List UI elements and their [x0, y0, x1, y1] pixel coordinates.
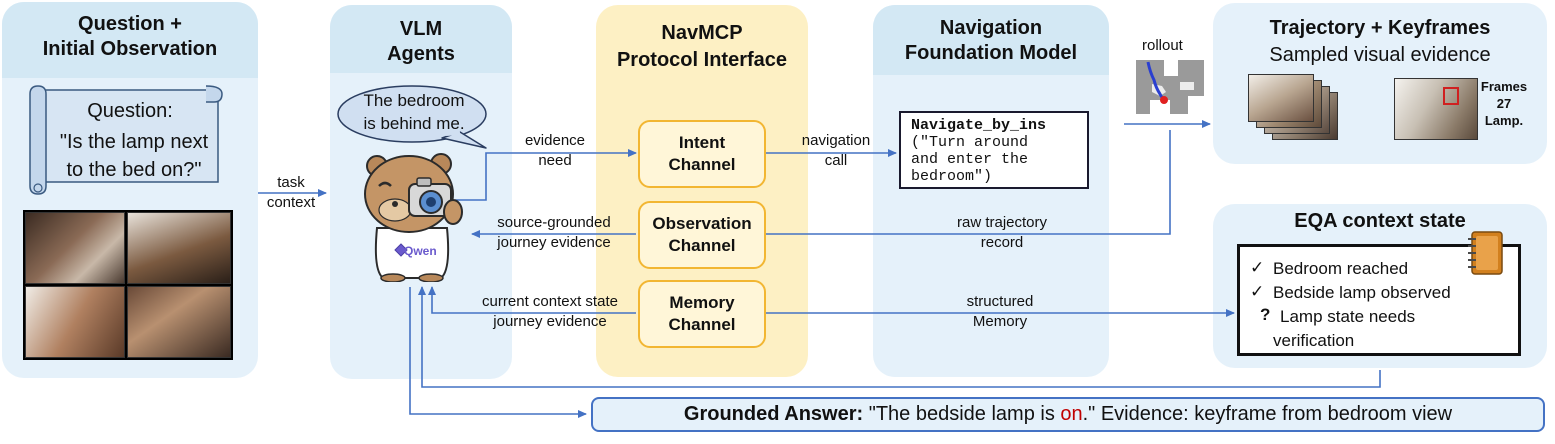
question-panel-title-line2: Initial Observation [42, 38, 218, 60]
label-structured-memory: structured Memory [944, 292, 1056, 332]
navmcp-title-line2: Protocol Interface [616, 49, 788, 71]
observation-channel-line1: Observation [652, 214, 752, 233]
label-evidence-need-line1: evidence [524, 132, 586, 149]
rollout-label: rollout [1142, 37, 1183, 54]
question-panel-header: Question + Initial Observation [2, 2, 258, 78]
bubble-text-line1: The bedroom [363, 91, 465, 110]
keyframe-selected [1394, 78, 1478, 140]
rollout-map [1130, 56, 1208, 118]
observation-channel-line2: Channel [668, 236, 736, 255]
observation-channel: Observation Channel [638, 201, 766, 269]
question-scroll [29, 85, 223, 195]
observation-photo-3 [25, 286, 125, 358]
observation-photo-4 [127, 286, 231, 358]
label-navigation-call-line1: navigation [801, 132, 871, 149]
answer-text-start: "The bedside lamp is [863, 403, 1061, 425]
navigate-call-box: Navigate_by_ins ("Turn around and enter … [899, 111, 1089, 189]
label-current-context-line2: journey evidence [493, 313, 607, 330]
vlm-panel-title-line2: Agents [387, 43, 455, 65]
trajectory-title: Trajectory + Keyframes [1269, 17, 1491, 39]
eqa-item-3-line2: verification [1273, 331, 1355, 350]
intent-channel: Intent Channel [638, 120, 766, 188]
grounded-answer-box: Grounded Answer: "The bedside lamp is on… [591, 397, 1545, 432]
nav-model-title-line1: Navigation [939, 17, 1043, 39]
frames-caption-line1: Frames [1480, 79, 1528, 94]
eqa-item-2: Bedside lamp observed [1273, 283, 1451, 302]
vlm-panel-title-line1: VLM [399, 18, 443, 40]
answer-text-end: ." Evidence: keyframe from bedroom view [1082, 403, 1453, 425]
label-task-context-line1: task [277, 174, 305, 191]
keyframe-stack-1 [1248, 74, 1314, 122]
eqa-check-2: ✓ [1250, 282, 1265, 301]
intent-channel-line1: Intent [678, 133, 726, 152]
frames-caption-line3: Lamp. [1484, 113, 1524, 128]
notebook-icon [1468, 231, 1503, 275]
label-source-grounded: source-grounded journey evidence [476, 213, 632, 253]
label-current-context-line1: current context state [482, 293, 618, 310]
question-panel-title-line1: Question + [78, 13, 182, 35]
label-source-grounded-line1: source-grounded [497, 214, 611, 231]
qwen-brand-label: Qwen [404, 244, 437, 258]
eqa-item-3-line1: Lamp state needs [1280, 307, 1416, 326]
navigate-call-arg1: ("Turn around [911, 134, 1029, 151]
label-raw-trajectory-line1: raw trajectory [956, 214, 1048, 231]
bear-agent-icon [364, 153, 463, 282]
navigate-call-arg2: and enter the [911, 151, 1029, 168]
observation-photo-2 [127, 212, 231, 284]
navmcp-panel-title: NavMCP Protocol Interface [596, 20, 808, 74]
label-navigation-call-line2: call [824, 152, 848, 169]
observation-photo-1 [25, 212, 125, 284]
frames-caption: Frames 27 Lamp. [1480, 78, 1528, 129]
question-text-line2: to the bed on?" [66, 159, 202, 181]
label-task-context: task context [255, 173, 327, 213]
bubble-text-line2: is behind me. [363, 114, 465, 133]
eqa-title: EQA context state [1294, 210, 1466, 232]
answer-label: Grounded Answer: [683, 403, 864, 425]
navigate-call-func: Navigate_by_ins [911, 117, 1047, 134]
eqa-item-1: Bedroom reached [1273, 259, 1409, 278]
label-current-context: current context state journey evidence [466, 292, 634, 332]
navmcp-title-line1: NavMCP [661, 22, 743, 44]
label-evidence-need: evidence need [510, 131, 600, 171]
eqa-check-1: ✓ [1250, 258, 1265, 277]
memory-channel-line1: Memory [669, 293, 735, 312]
speech-bubble [337, 85, 487, 149]
label-evidence-need-line2: need [538, 152, 572, 169]
label-structured-memory-line2: Memory [972, 313, 1028, 330]
label-navigation-call: navigation call [786, 131, 886, 171]
frames-caption-line2: 27 [1496, 96, 1512, 111]
vlm-panel-header: VLM Agents [330, 5, 512, 73]
label-raw-trajectory-line2: record [980, 234, 1024, 251]
trajectory-subtitle: Sampled visual evidence [1269, 44, 1491, 66]
nav-model-panel-header: Navigation Foundation Model [873, 5, 1109, 75]
eqa-question-mark: ? [1260, 305, 1271, 324]
nav-model-title-line2: Foundation Model [904, 42, 1078, 64]
question-text-line1: "Is the lamp next [59, 131, 209, 153]
lamp-highlight-box [1443, 87, 1459, 105]
label-raw-trajectory: raw trajectory record [932, 213, 1072, 253]
question-label: Question: [87, 100, 173, 122]
label-structured-memory-line1: structured [966, 293, 1034, 310]
label-task-context-line2: context [266, 194, 316, 211]
label-source-grounded-line2: journey evidence [497, 234, 611, 251]
observation-grid [23, 210, 233, 360]
answer-highlight-on: on [1060, 403, 1083, 425]
navigate-call-arg3: bedroom") [911, 168, 993, 185]
intent-channel-line2: Channel [668, 155, 736, 174]
memory-channel-line2: Channel [668, 315, 736, 334]
memory-channel: Memory Channel [638, 280, 766, 348]
